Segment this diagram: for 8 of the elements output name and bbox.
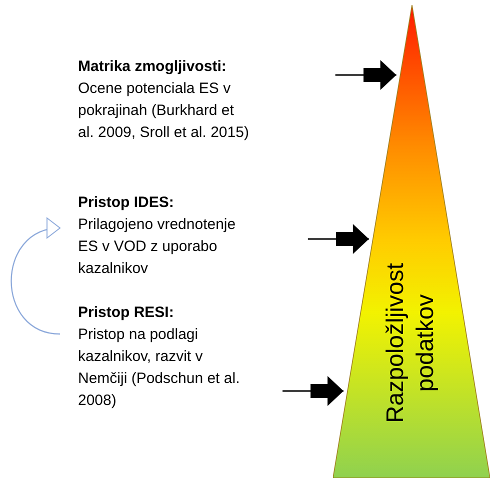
- curved-arrow: [10, 219, 60, 335]
- heading-text: Pristop IDES:: [78, 193, 175, 213]
- description-text: Prilagojeno vrednotenje ES v VOD z uporabo kazalnikov: [78, 215, 237, 279]
- description-text: Pristop na podlagi kazalnikov, razvit v Nemčiji (Podschun et al. 2008): [78, 325, 241, 411]
- vertical-label: Razpoložljivost podatkov: [381, 262, 440, 426]
- description-text: Ocene potenciala ES v pokrajinah (Burkhard et al. 2009, Sroll et al. 2015): [78, 79, 250, 143]
- heading-text: Matrika zmogljivosti:: [78, 57, 228, 77]
- heading-text: Pristop RESI:: [78, 303, 175, 323]
